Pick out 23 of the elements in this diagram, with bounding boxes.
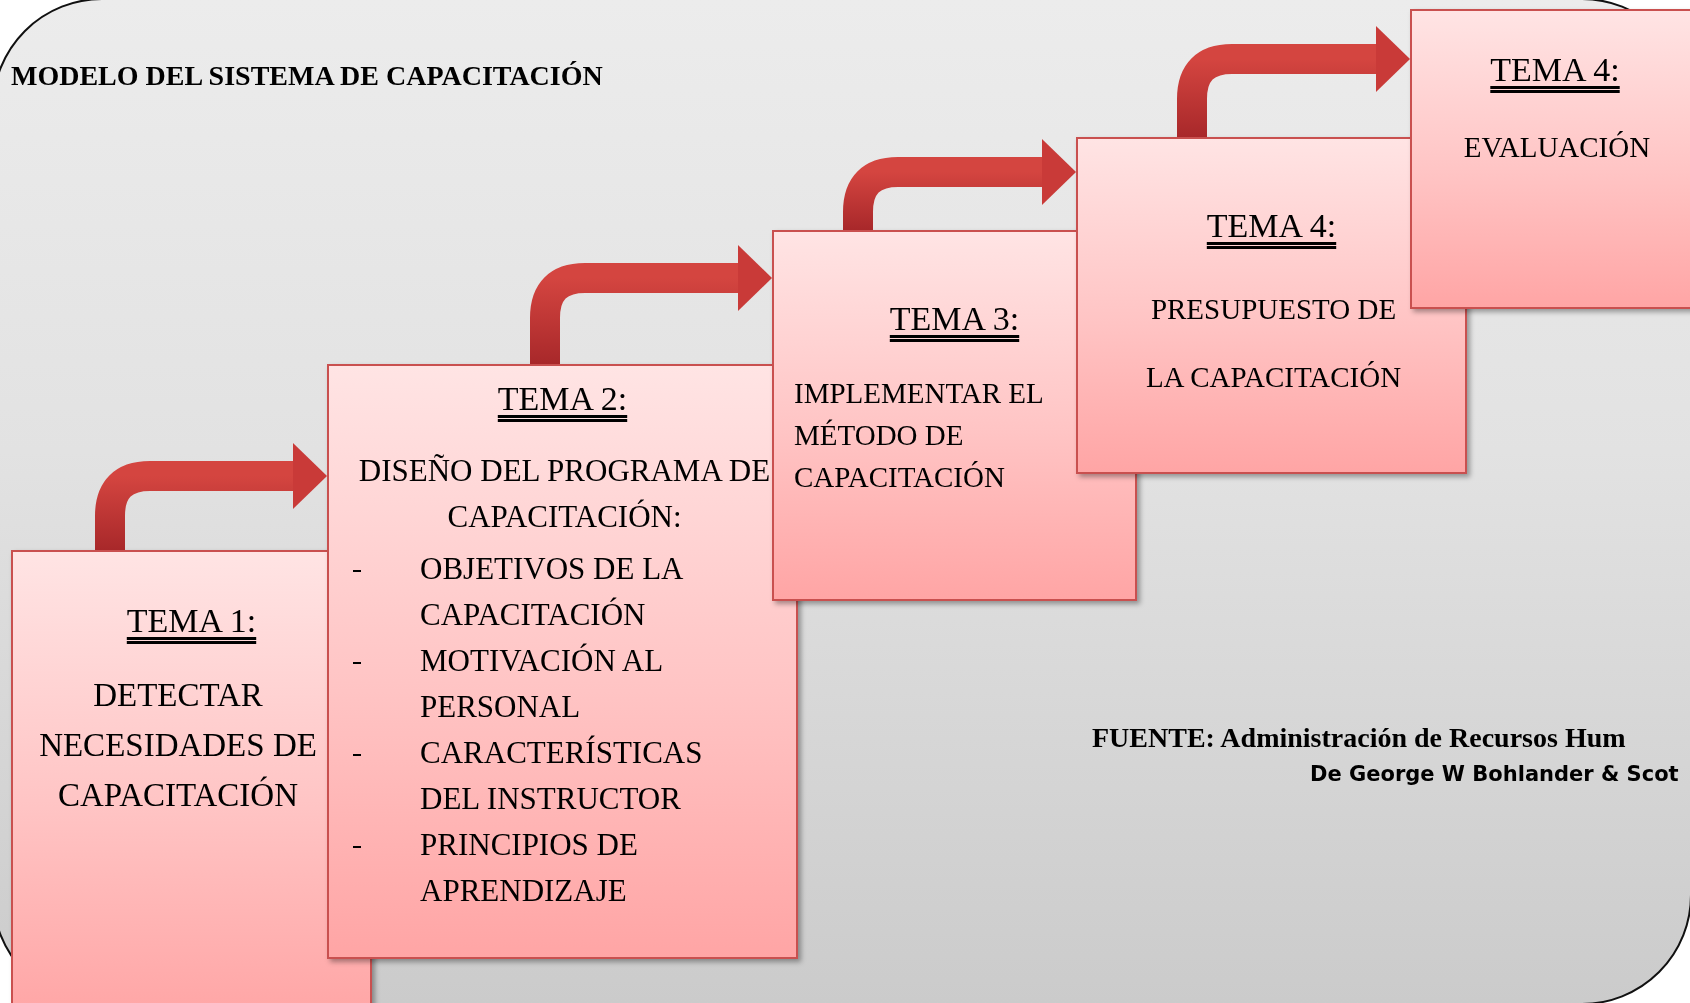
author-note: De George W Bohlander & Scot (1310, 762, 1679, 786)
step-heading: TEMA 4: (1205, 207, 1338, 245)
step-text: IMPLEMENTAR EL MÉTODO DE CAPACITACIÓN (794, 376, 1044, 495)
step-heading: TEMA 4: (1489, 51, 1621, 89)
step-heading: TEMA 2: (496, 380, 629, 418)
bent-arrow (95, 443, 327, 550)
list-item: MOTIVACIÓN AL PERSONAL (420, 642, 663, 726)
diagram-title: MODELO DEL SISTEMA DE CAPACITACIÓN (11, 60, 603, 92)
step-text: EVALUACIÓN (1462, 130, 1652, 165)
source-note: FUENTE: Administración de Recursos Hum (1092, 722, 1626, 754)
bent-arrow (843, 139, 1076, 230)
bent-arrow (530, 245, 772, 364)
step-heading: TEMA 3: (888, 300, 1021, 338)
step-text: PRESUPUESTO DE (1149, 292, 1398, 327)
step-box (1410, 9, 1690, 309)
step-text: LA CAPACITACIÓN (1144, 360, 1403, 395)
step-text: DISEÑO DEL PROGRAMA DE CAPACITACIÓN: (357, 452, 772, 536)
list-item: PRINCIPIOS DE APRENDIZAJE (420, 826, 639, 910)
list-item: OBJETIVOS DE LA CAPACITACIÓN (420, 550, 684, 634)
bent-arrow (1177, 26, 1410, 137)
step-text: DETECTAR NECESIDADES DE CAPACITACIÓN (38, 676, 318, 815)
list-item: CARACTERÍSTICAS DEL INSTRUCTOR (420, 734, 704, 818)
step-heading: TEMA 1: (125, 602, 258, 640)
